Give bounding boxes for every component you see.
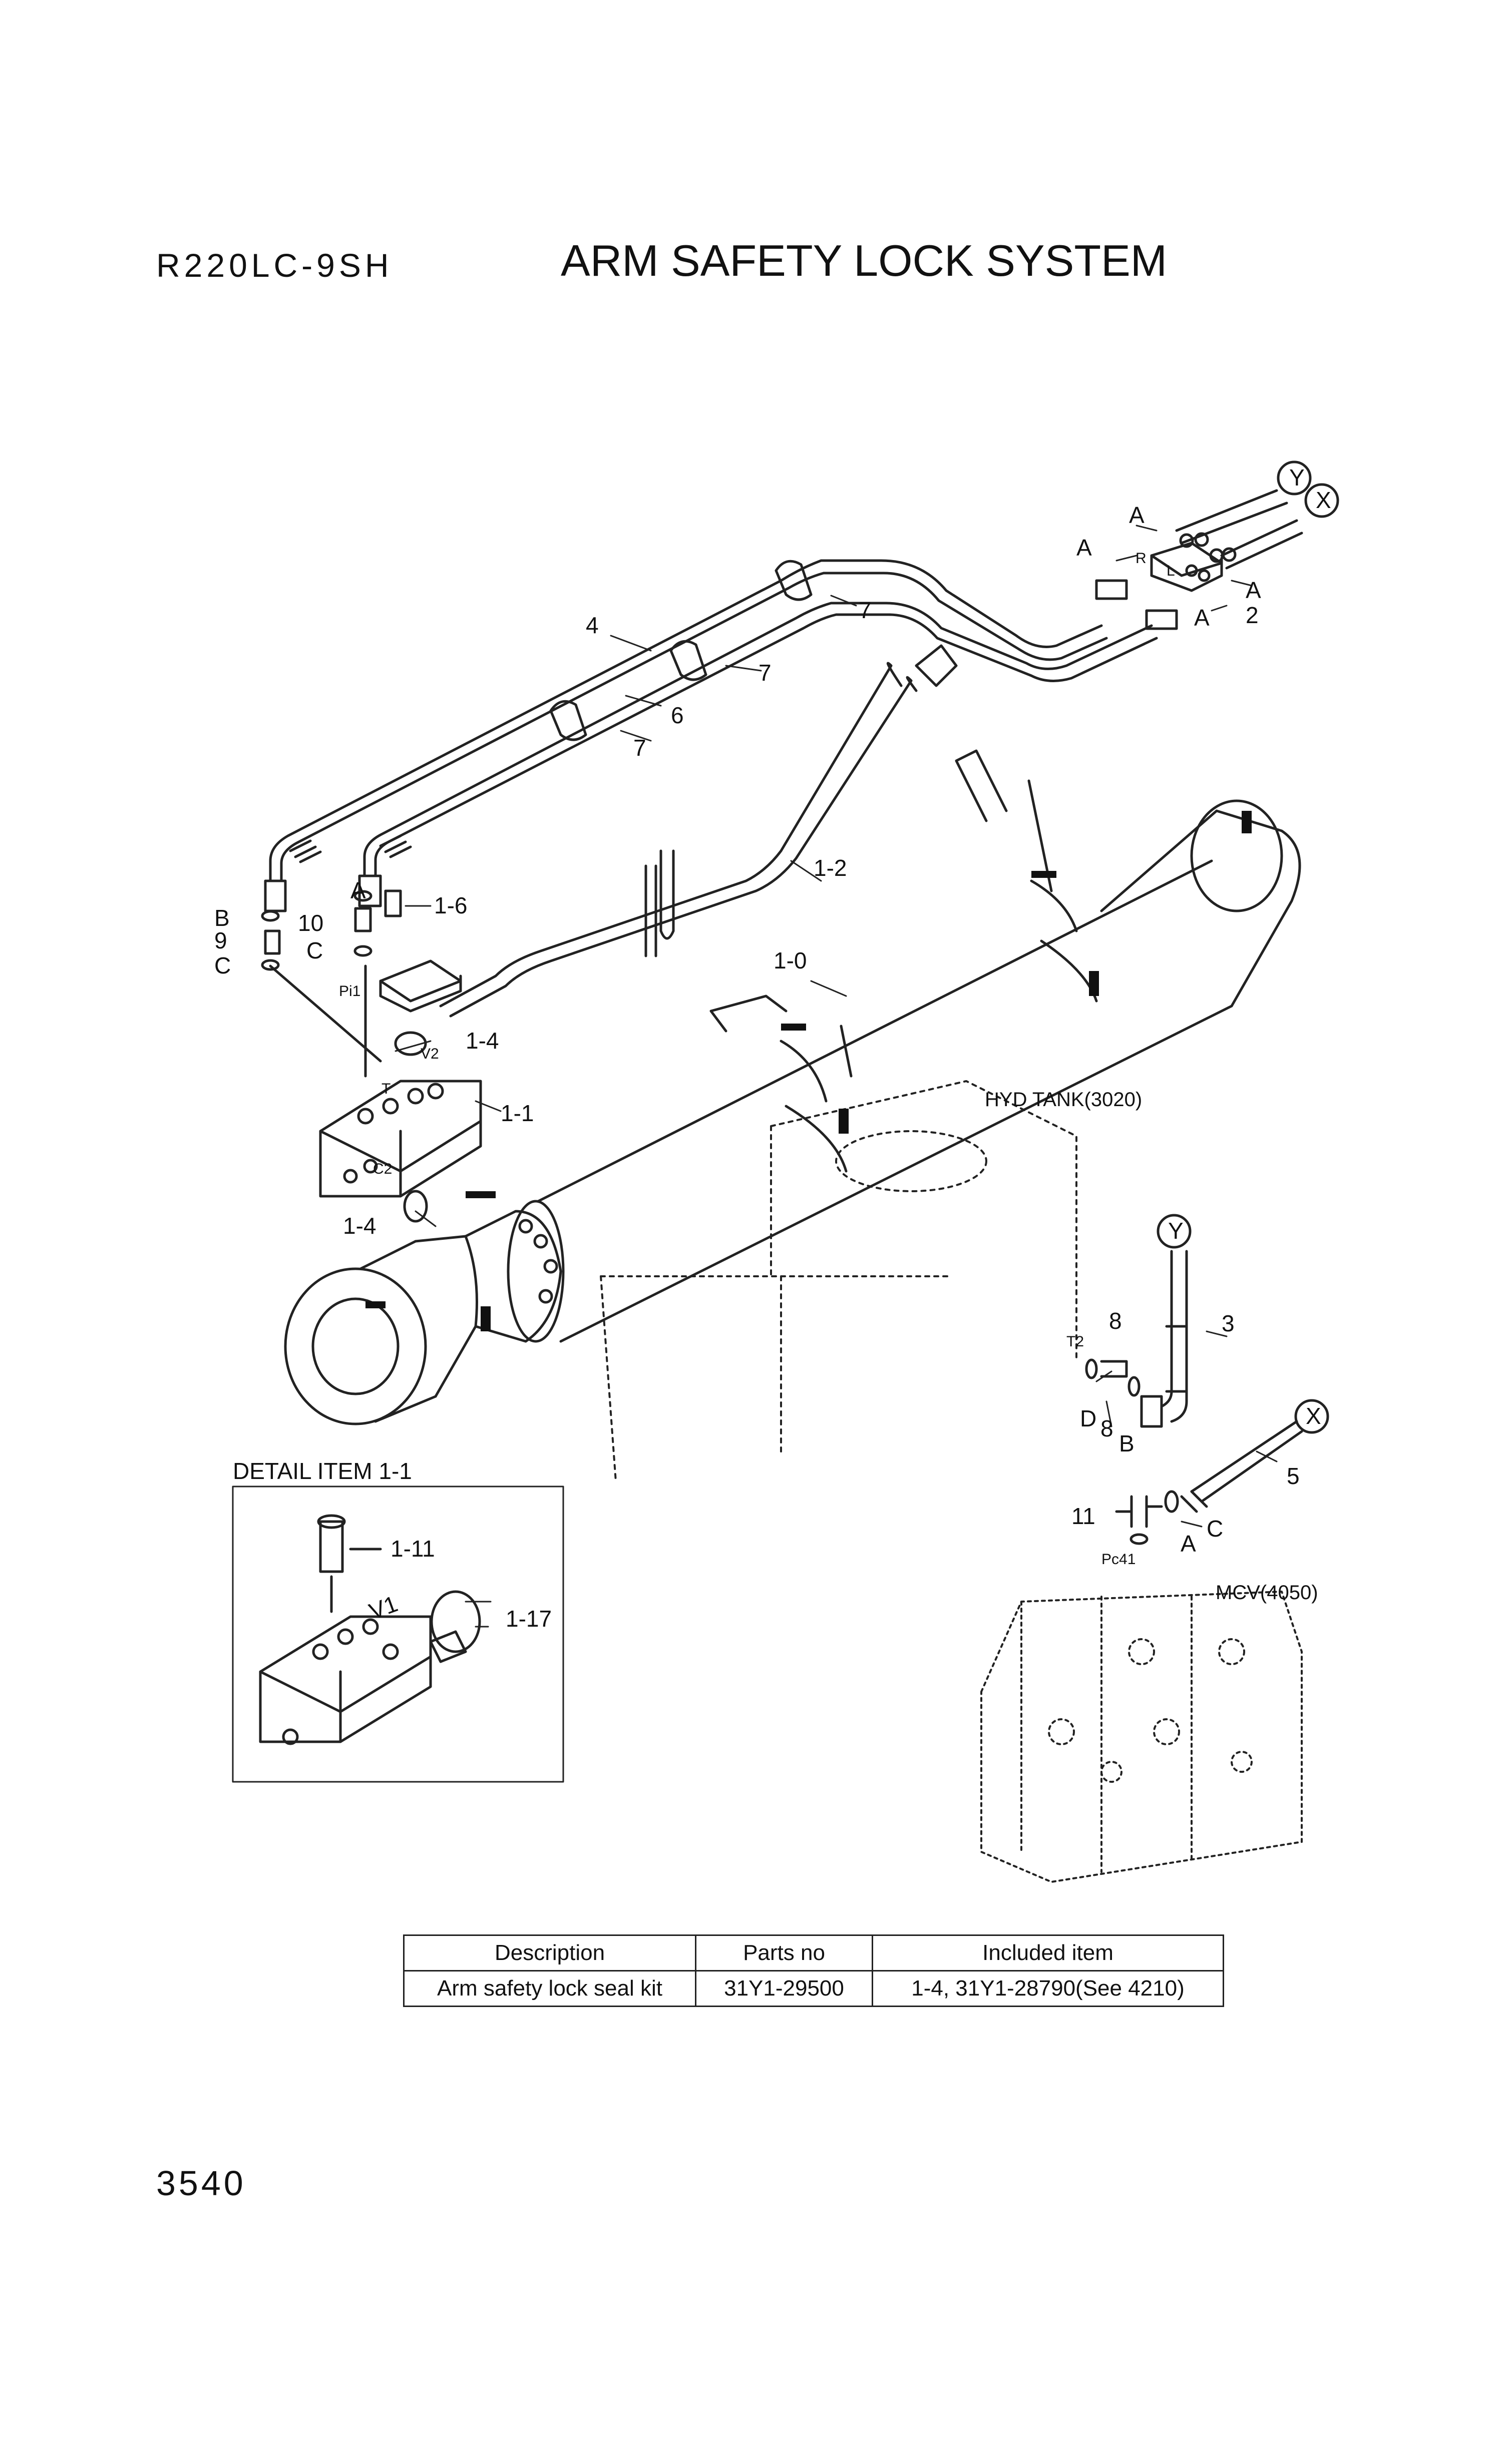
callout-Y-top (1277, 460, 1312, 496)
table-header-cell: Description (403, 1934, 696, 1972)
label-5: 5 (1287, 1463, 1300, 1489)
label-7b: 7 (759, 660, 772, 686)
part-labels: Y X A A R L A A 2 7 4 7 6 7 1-2 1-6 A B … (214, 464, 1331, 1632)
label-1-1: 1-1 (501, 1100, 534, 1126)
label-Y-mid: Y (1168, 1218, 1184, 1244)
table-header-cell: Included item (872, 1934, 1224, 1972)
table-header-row: Description Parts no Included item (403, 1934, 1224, 1972)
label-R: R (1136, 550, 1147, 567)
label-1-11: 1-11 (391, 1536, 435, 1562)
mcv (980, 1591, 1303, 1883)
label-Pc41: Pc41 (1101, 1551, 1136, 1568)
connector-block-2 (1150, 489, 1303, 592)
pipe-3 (1085, 1250, 1188, 1428)
label-3: 3 (1222, 1310, 1235, 1336)
pipe-1-2 (439, 644, 958, 1018)
pipe-5 (1115, 1420, 1303, 1545)
label-6: 6 (671, 702, 684, 728)
label-8a: 8 (1109, 1308, 1122, 1334)
label-X-top: X (1316, 487, 1331, 513)
label-1-4b: 1-4 (343, 1213, 376, 1239)
label-1-17: 1-17 (506, 1606, 552, 1632)
label-C1: C (306, 937, 323, 963)
label-B2: B (1119, 1430, 1135, 1456)
label-4: 4 (586, 612, 599, 638)
label-10: 10 (298, 910, 323, 936)
callout-Y-mid (1157, 1214, 1192, 1249)
label-A2: A (1076, 535, 1092, 561)
label-C3: C (1207, 1516, 1223, 1542)
detail-valve-block (259, 1514, 481, 1745)
label-T: T (382, 1081, 391, 1097)
page-number: 3540 (156, 2164, 246, 2203)
label-A4: A (1194, 605, 1210, 631)
label-A6: A (1181, 1531, 1196, 1557)
label-9: 9 (214, 927, 227, 953)
seal-markers (365, 811, 1252, 1331)
detail-title: DETAIL ITEM 1-1 (233, 1458, 412, 1484)
table-row: Arm safety lock seal kit 31Y1-29500 1-4,… (403, 1970, 1224, 2007)
table-cell: 1-4, 31Y1-28790(See 4210) (872, 1970, 1224, 2007)
label-mcv: MCV(4050) (1216, 1582, 1318, 1604)
page-title: ARM SAFETY LOCK SYSTEM (561, 236, 1168, 285)
label-11: 11 (1071, 1503, 1095, 1529)
label-A1: A (1129, 502, 1145, 528)
label-C2: C (214, 952, 231, 978)
table-cell: Arm safety lock seal kit (403, 1970, 696, 2007)
label-1-4a: 1-4 (466, 1028, 499, 1054)
detail-frame (232, 1486, 564, 1783)
parts-table: Description Parts no Included item Arm s… (403, 1934, 1224, 2007)
label-1-6: 1-6 (434, 892, 467, 918)
valve-block-1-1 (269, 964, 482, 1223)
callout-X-top (1304, 483, 1339, 518)
fittings-left (261, 889, 462, 1013)
label-8b: 8 (1100, 1415, 1113, 1441)
label-7a: 7 (859, 597, 872, 623)
label-C2-port: C2 (373, 1161, 392, 1177)
table-header-cell: Parts no (695, 1934, 873, 1972)
label-1-0: 1-0 (774, 947, 807, 973)
label-7c: 7 (633, 735, 646, 761)
label-T2: T2 (1066, 1333, 1084, 1350)
label-B1: B (214, 905, 230, 931)
label-hyd-tank: HYD TANK(3020) (985, 1089, 1142, 1111)
label-Y-top: Y (1289, 464, 1305, 490)
label-1-2: 1-2 (814, 855, 847, 881)
hyd-tank (600, 1080, 1077, 1483)
label-D: D (1080, 1405, 1096, 1431)
arm-cylinder-1-0 (284, 749, 1301, 1425)
label-X-mid: X (1306, 1403, 1321, 1429)
label-Pi1: Pi1 (339, 983, 360, 1000)
label-A5: A (350, 877, 366, 903)
label-L: L (1167, 563, 1175, 579)
model-code: R220LC-9SH (156, 247, 393, 284)
label-V2: V2 (421, 1046, 439, 1062)
hose-bundle-4-6 (264, 559, 1178, 912)
label-2: 2 (1246, 602, 1259, 628)
label-A3: A (1246, 577, 1261, 603)
leader-lines (395, 525, 1278, 1628)
table-cell: 31Y1-29500 (695, 1970, 873, 2007)
callout-X-mid (1294, 1399, 1329, 1434)
